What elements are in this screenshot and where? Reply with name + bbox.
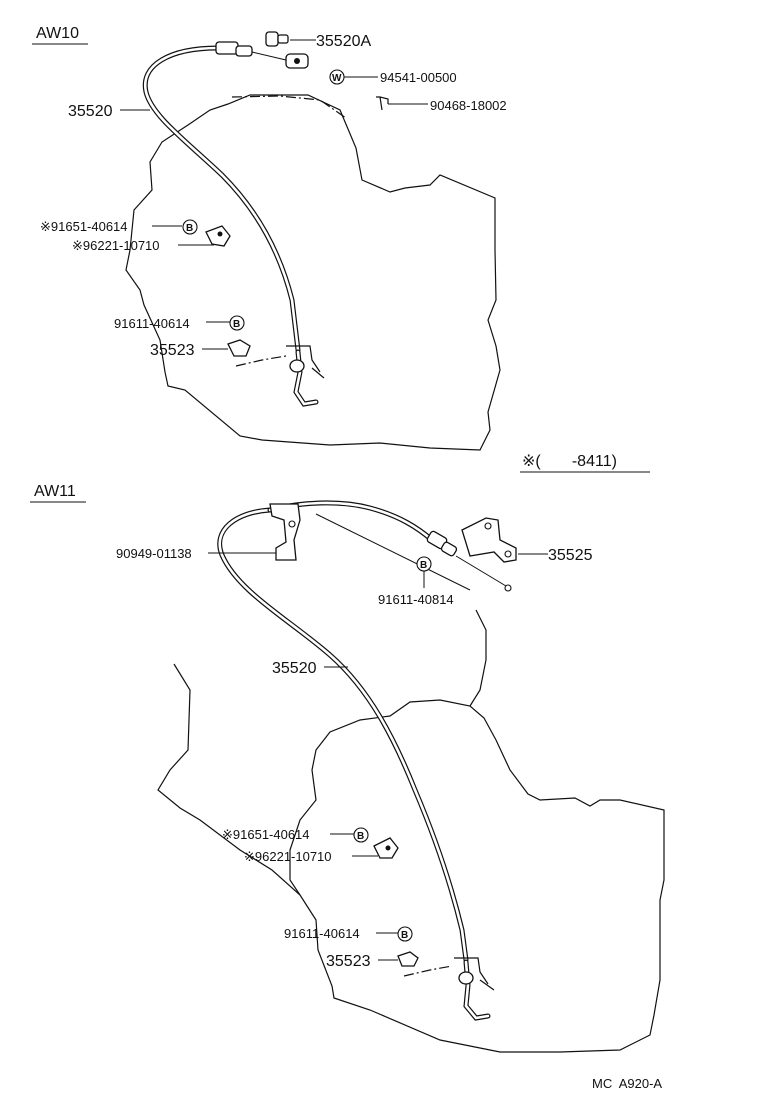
cable-fitting-35525	[426, 530, 512, 592]
section-title-aw11: AW11	[34, 483, 76, 500]
label-91651-40614-bottom: ※91651-40614	[222, 827, 310, 842]
clamp-bracket-90949-icon	[269, 503, 301, 561]
transmission-outline-bottom	[289, 699, 665, 1053]
label-91651-40614-top: ※91651-40614	[40, 219, 128, 234]
label-91611-40614-bottom: 91611-40614	[284, 926, 360, 941]
diagram-code: MC A920-A	[592, 1076, 662, 1091]
label-94541-00500: 94541-00500	[380, 70, 457, 85]
clip-icon	[265, 31, 289, 47]
marker-b-top-2: B	[233, 319, 240, 330]
engine-outline-left	[157, 663, 301, 896]
marker-b-bottom-2: B	[357, 831, 364, 842]
bolt-marker-b-bottom-3	[397, 926, 413, 942]
transmission-outline	[125, 94, 501, 451]
label-35520-top: 35520	[68, 103, 113, 120]
bracket-35523-icon-bottom	[397, 951, 419, 967]
mount-detail-dashed	[235, 355, 287, 367]
mount-detail-dashed-bottom	[403, 965, 453, 977]
section-aw11: AW11 35525 90949-011	[30, 483, 665, 1053]
engine-outline-top	[469, 609, 487, 707]
label-35520-bottom: 35520	[272, 660, 317, 677]
label-91611-40614-top: 91611-40614	[114, 316, 190, 331]
marker-b-top-1: B	[186, 223, 193, 234]
cable-lever-joint	[289, 359, 305, 373]
lever-bracket-bottom	[454, 957, 495, 991]
bracket-35523-icon	[227, 339, 251, 357]
label-91611-40814: 91611-40814	[378, 592, 454, 607]
section-title-aw10: AW10	[36, 25, 79, 42]
label-35523-top: 35523	[150, 342, 195, 359]
cable-clamp-icon	[205, 225, 231, 247]
bracket-35525-icon	[461, 517, 517, 563]
marker-b-bottom-3: B	[401, 930, 408, 941]
lever-bracket	[286, 345, 325, 379]
label-35525: 35525	[548, 547, 593, 564]
cotter-pin-icon	[376, 96, 389, 111]
shift-cable-bottom-core	[218, 508, 468, 962]
label-90949-01138: 90949-01138	[116, 546, 192, 561]
label-96221-10710-top: ※96221-10710	[72, 238, 160, 253]
engine-outline-dashed	[231, 95, 347, 119]
shift-cable	[142, 45, 301, 353]
cable-upper-fitting	[215, 41, 309, 69]
section-aw10: AW10 35520A W 9	[32, 25, 507, 451]
bolt-marker-b-bottom-2	[353, 827, 369, 843]
label-35520A: 35520A	[316, 33, 371, 50]
marker-w: W	[332, 73, 342, 84]
label-35523-bottom: 35523	[326, 953, 371, 970]
applicability-note: ※( -8411)	[522, 453, 617, 470]
label-96221-10710-bottom: ※96221-10710	[244, 849, 332, 864]
cable-lever-joint-bottom	[458, 971, 474, 985]
shift-cable-bottom	[217, 507, 469, 963]
bolt-marker-b2	[229, 315, 245, 331]
shift-cable-core	[143, 46, 300, 352]
label-90468-18002: 90468-18002	[430, 98, 507, 113]
bolt-marker-b	[182, 219, 198, 235]
marker-b-bottom-1: B	[420, 560, 427, 571]
